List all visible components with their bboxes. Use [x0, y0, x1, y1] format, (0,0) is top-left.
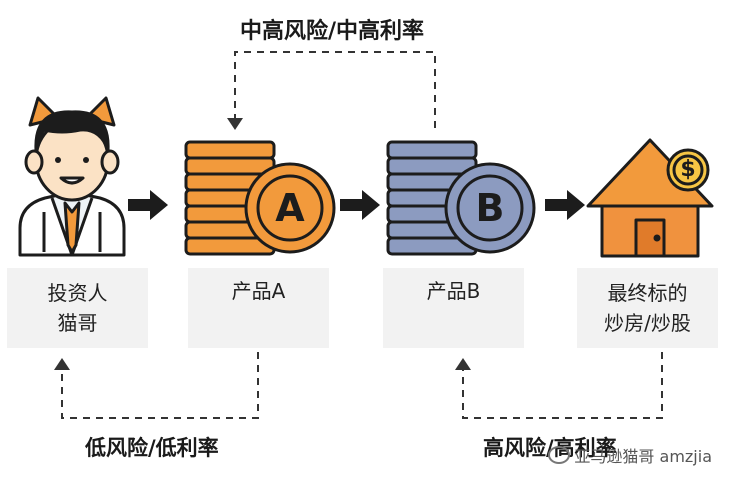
- arrow-investor-to-a: [128, 190, 168, 220]
- coin-b-letter: B: [475, 186, 505, 230]
- node-investor: 投资人 猫哥: [7, 268, 148, 348]
- coin-stack-a-illustration: [184, 140, 336, 256]
- top-flow-label: 中高风险/中高利率: [240, 19, 425, 44]
- node-product-b-label: 产品B: [426, 279, 481, 303]
- coin-a-letter: A: [275, 186, 305, 230]
- watermark-text: 亚马逊猫哥 amzjia: [574, 447, 712, 466]
- node-final-target: 最终标的 炒房/炒股: [577, 268, 718, 348]
- node-product-a-label: 产品A: [231, 279, 286, 303]
- arrow-b-to-house: [545, 190, 585, 220]
- dollar-coin-symbol: $: [680, 157, 696, 182]
- watermark: 亚马逊猫哥 amzjia: [548, 443, 712, 467]
- wechat-icon: [548, 446, 571, 464]
- investor-illustration: [18, 96, 126, 257]
- top-dashed-connector: [227, 51, 436, 130]
- node-final-target-line-1: 最终标的: [607, 281, 688, 305]
- bottom-right-dashed-connector: [455, 352, 663, 419]
- node-product-b: 产品B: [383, 268, 524, 348]
- node-investor-line-1: 投资人: [47, 281, 108, 305]
- house-illustration: [586, 138, 714, 258]
- arrow-a-to-b: [340, 190, 380, 220]
- coin-stack-b-illustration: [386, 140, 536, 256]
- node-investor-line-2: 猫哥: [57, 311, 98, 335]
- node-product-a: 产品A: [188, 268, 329, 348]
- bottom-left-flow-label: 低风险/低利率: [85, 436, 219, 460]
- node-final-target-line-2: 炒房/炒股: [604, 311, 691, 335]
- bottom-left-dashed-connector: [54, 352, 259, 419]
